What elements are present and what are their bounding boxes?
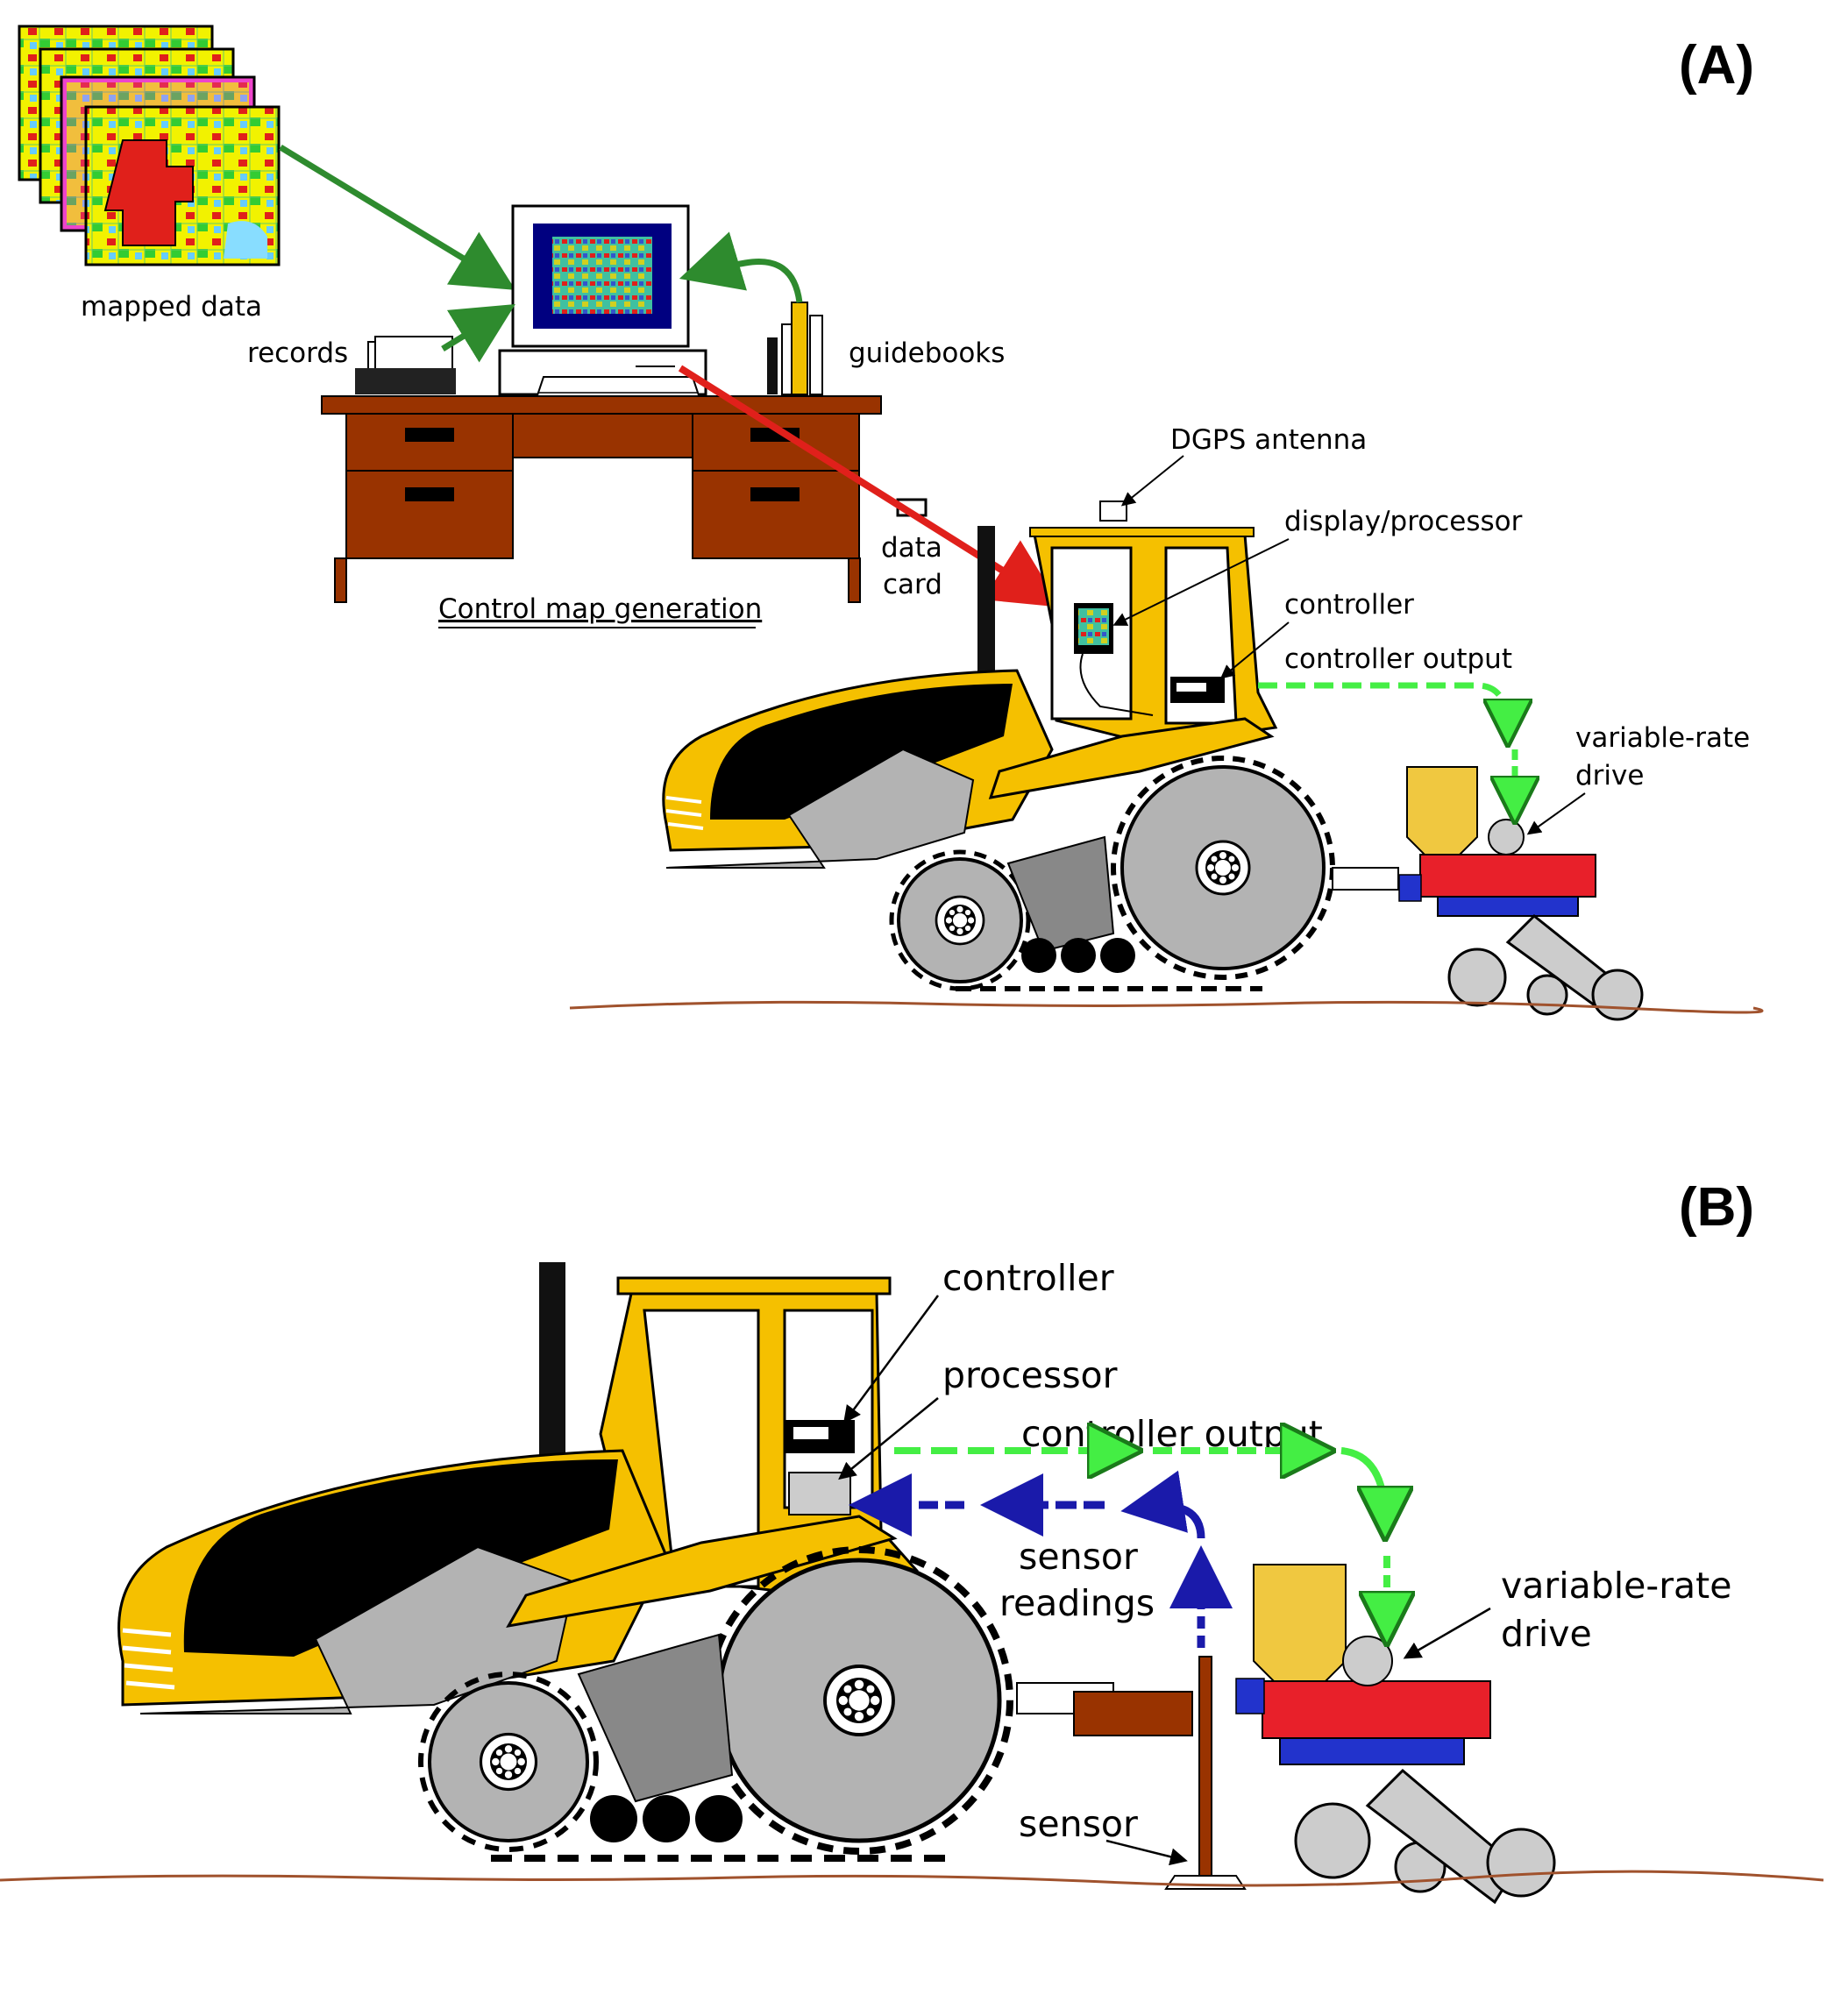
leader-dgps: [1120, 455, 1184, 507]
leader-display: [1112, 538, 1290, 626]
dashed-sensor-curve: [1120, 1470, 1205, 1539]
dashed-controller-output-a: [1258, 682, 1508, 729]
tractor-a: [662, 500, 1399, 991]
panel-b: (B): [0, 1177, 1824, 1905]
computer: [498, 204, 707, 404]
seeder-a: [1398, 766, 1644, 1021]
leader-drive-a: [1526, 792, 1586, 835]
mapped-data-maps: [18, 25, 281, 266]
variable-rate-drive-label-a-1: variable-rate: [1575, 722, 1750, 754]
arrow-maps-to-computer: [279, 145, 515, 290]
processor-label-b: processor: [942, 1354, 1118, 1396]
controller-label-a: controller: [1284, 589, 1414, 621]
guidebooks-label: guidebooks: [849, 337, 1005, 369]
tractor-b: [117, 1262, 1193, 1862]
display-processor-label: display/processor: [1284, 506, 1523, 537]
sensor-readings-label-1: sensor: [1019, 1536, 1138, 1578]
records-label: records: [247, 337, 348, 369]
soil-line-a: [569, 1000, 1764, 1014]
guidebooks: [767, 302, 823, 395]
arrow-guidebooks-to-computer: [679, 231, 803, 303]
variable-rate-drive-label-a-2: drive: [1575, 760, 1644, 791]
controller-label-b: controller: [942, 1257, 1114, 1299]
data-card-label-line2: card: [883, 569, 942, 600]
dgps-antenna-label: DGPS antenna: [1170, 424, 1367, 456]
controller-output-label-a: controller output: [1284, 643, 1512, 675]
panel-a-letter: (A): [1679, 35, 1754, 96]
mapped-data-label: mapped data: [81, 291, 262, 323]
panel-a: (A) mapped data: [18, 25, 1764, 1021]
sensor-readings-label-2: readings: [999, 1582, 1155, 1624]
leader-processor-b: [838, 1397, 939, 1480]
data-card-label-line1: data: [881, 532, 942, 564]
leader-sensor: [1105, 1839, 1188, 1866]
leader-controller-a: [1219, 621, 1290, 679]
soil-line-b: [0, 1870, 1824, 1887]
panel-b-letter: (B): [1679, 1177, 1754, 1238]
dashed-controller-output-b-3: [1340, 1447, 1385, 1521]
control-map-generation-label: Control map generation: [438, 593, 762, 625]
variable-rate-drive-label-b-1: variable-rate: [1501, 1565, 1731, 1607]
arrow-records-to-computer: [441, 303, 515, 363]
variable-rate-drive-label-b-2: drive: [1501, 1613, 1592, 1655]
records-box: [355, 336, 456, 394]
sensor-label-b: sensor: [1019, 1803, 1138, 1845]
desk: [321, 395, 882, 603]
leader-controller-b: [843, 1295, 940, 1424]
leader-drive-b: [1403, 1607, 1491, 1659]
